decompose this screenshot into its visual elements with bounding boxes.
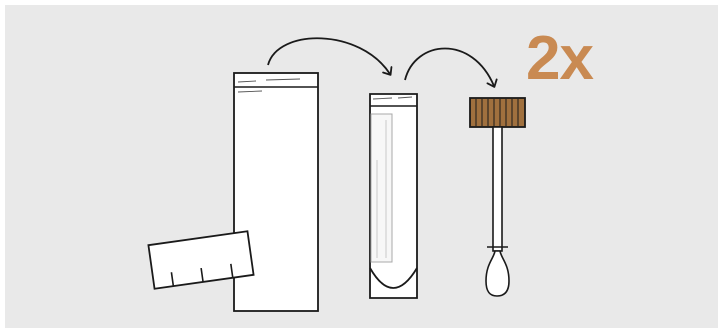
collection-tube-icon (370, 94, 417, 298)
curved-arrow-icon (405, 49, 494, 87)
curved-arrow-icon (268, 38, 390, 74)
swab-icon (470, 98, 525, 296)
repeat-count-label: 2x (526, 28, 593, 90)
